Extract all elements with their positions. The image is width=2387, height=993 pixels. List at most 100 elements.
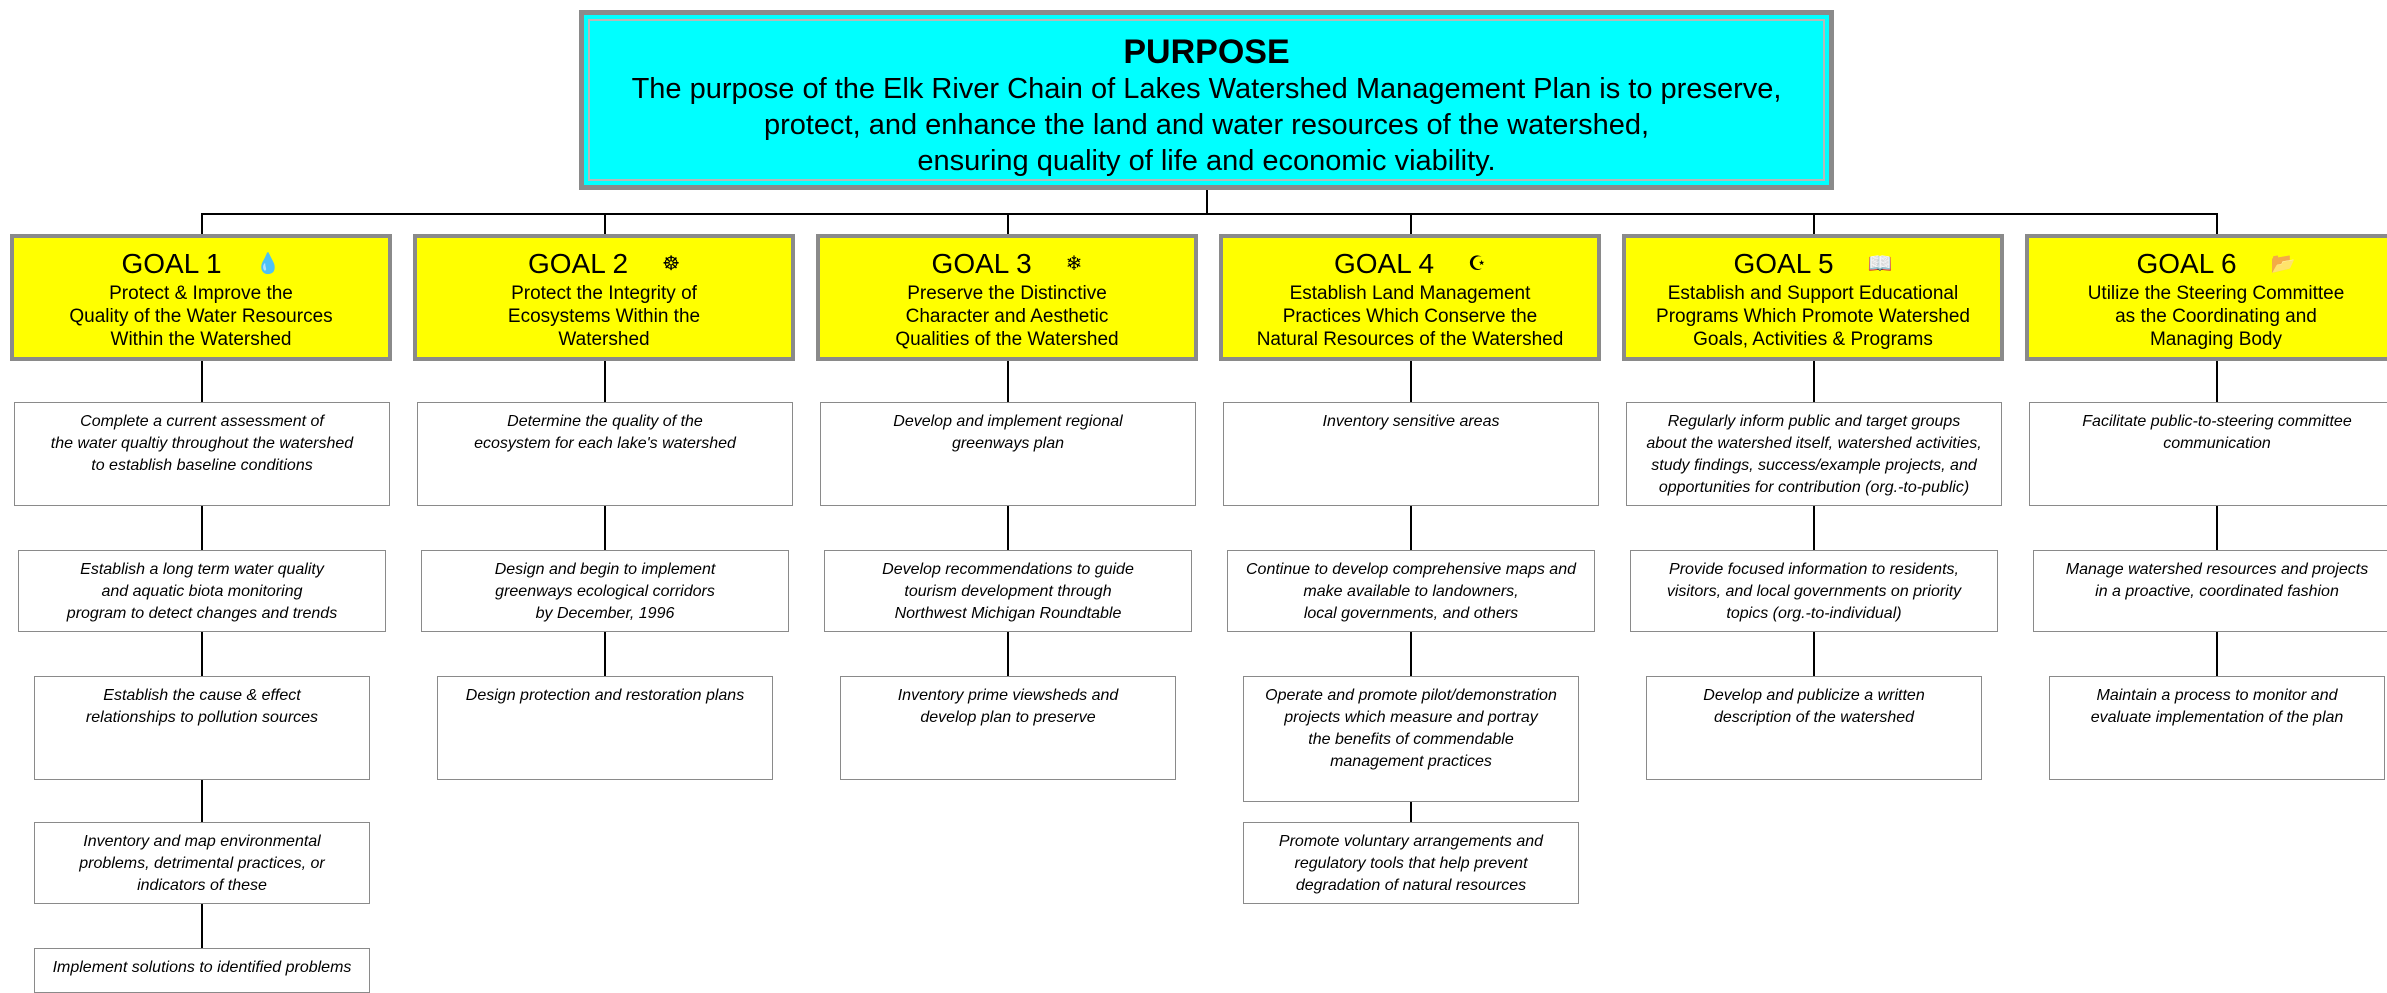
connector-line [201, 506, 203, 550]
objective-line: the water qualtiy throughout the watersh… [50, 435, 354, 452]
objective-line: evaluate implementation of the plan [2090, 709, 2344, 726]
open-book-icon: 📖 [1867, 253, 1893, 275]
connector-line [1813, 506, 1815, 550]
goal-label: GOAL 4 [1333, 248, 1435, 279]
connector-line [1206, 190, 1208, 214]
connector-line [1813, 361, 1815, 402]
connector-line [201, 361, 203, 402]
objective-line: degradation of natural resources [1295, 877, 1527, 894]
objective-box: Design protection and restoration plans [437, 676, 773, 780]
objective-line: develop plan to preserve [920, 709, 1096, 726]
connector-line [201, 780, 203, 822]
connector-line [604, 506, 606, 550]
objective-box: Provide focused information to residents… [1630, 550, 1998, 632]
droplet-icon: 💧 [255, 253, 281, 275]
wheel-icon: ☸ [662, 253, 681, 275]
objective-line: Operate and promote pilot/demonstration [1265, 687, 1557, 704]
objective-line: by December, 1996 [535, 605, 675, 622]
objective-box: Establish the cause & effect relationship… [34, 676, 370, 780]
crescent-star-icon: ☪ [1468, 253, 1487, 275]
connector-line [1007, 632, 1009, 676]
objective-line: in a proactive, coordinated fashion [2095, 583, 2339, 600]
objective-line: about the watershed itself, watershed ac… [1646, 435, 1982, 452]
objective-box: Inventory prime viewsheds and develop pla… [840, 676, 1176, 780]
connector-line [1007, 506, 1009, 550]
goal-header: GOAL 1 💧 [14, 246, 388, 282]
connector-line [1007, 361, 1009, 402]
goal-description-line: Watershed [558, 329, 650, 350]
objective-line: Develop and publicize a written [1703, 687, 1925, 704]
goal-box: GOAL 5📖Establish and Support Educational… [1622, 234, 2004, 361]
objective-line: Establish the cause & effect [103, 687, 301, 704]
objective-line: study findings, success/example projects… [1651, 457, 1977, 474]
objective-line: Develop and implement regional [893, 413, 1123, 430]
goal-description-line: Managing Body [2149, 329, 2283, 350]
goal-header: GOAL 6📂 [2029, 246, 2387, 282]
objective-line: Design and begin to implement [494, 561, 716, 578]
objective-box: Promote voluntary arrangements and regula… [1243, 822, 1579, 904]
connector-line [1410, 802, 1412, 822]
connector-line [2216, 506, 2218, 550]
objective-line: Implement solutions to identified proble… [52, 959, 352, 976]
snowflake-icon: ❄ [1065, 253, 1083, 275]
objective-line: Inventory sensitive areas [1322, 413, 1500, 430]
purpose-line: The purpose of the Elk River Chain of La… [631, 73, 1782, 105]
objective-line: problems, detrimental practices, or [79, 855, 325, 872]
objective-line: to establish baseline conditions [91, 457, 313, 474]
objective-line: regulatory tools that help prevent [1294, 855, 1528, 872]
goal-description-line: Within the Watershed [110, 329, 292, 350]
connector-line [1813, 632, 1815, 676]
connector-line [604, 213, 606, 234]
connector-line [1813, 213, 1815, 234]
objective-box: Regularly inform public and target group… [1626, 402, 2002, 506]
objective-line: relationships to pollution sources [85, 709, 319, 726]
goal-description-line: Programs Which Promote Watershed [1656, 306, 1970, 327]
objective-line: communication [2163, 435, 2271, 452]
goal-description-line: Ecosystems Within the [507, 306, 701, 327]
objective-line: Regularly inform public and target group… [1667, 413, 1961, 430]
open-folder-icon: 📂 [2270, 253, 2296, 275]
objective-line: indicators of these [137, 877, 267, 894]
connector-line [604, 632, 606, 676]
objective-line: Inventory and map environmental [83, 833, 321, 850]
objective-box: Continue to develop comprehensive maps a… [1227, 550, 1595, 632]
goal-description-line: Protect the Integrity of [511, 283, 697, 304]
connector-line [201, 904, 203, 948]
objective-line: local governments, and others [1303, 605, 1519, 622]
objective-box: Inventory and map environmental problems,… [34, 822, 370, 904]
objective-box: Inventory sensitive areas [1223, 402, 1599, 506]
goal-label: GOAL 3 [931, 248, 1032, 279]
objective-line: description of the watershed [1713, 709, 1915, 726]
objective-box: Develop and publicize a written descripti… [1646, 676, 1982, 780]
objective-line: Manage watershed resources and projects [2065, 561, 2369, 578]
goal-label: GOAL 1 [121, 248, 222, 279]
objective-line: Northwest Michigan Roundtable [894, 605, 1122, 622]
goal-header: GOAL 2☸ [417, 246, 791, 282]
connector-line [1410, 506, 1412, 550]
purpose-text: The purpose of the Elk River Chain of La… [590, 71, 1823, 179]
goal-description-line: Establish Land Management [1289, 283, 1531, 304]
objective-line: the benefits of commendable [1308, 731, 1514, 748]
goal-header: GOAL 4 ☪ [1223, 246, 1597, 282]
connector-line [604, 361, 606, 402]
goal-description-line: Utilize the Steering Committee [2087, 283, 2345, 304]
connector-line [1410, 361, 1412, 402]
objective-line: ecosystem for each lake's watershed [474, 435, 736, 452]
objective-line: Promote voluntary arrangements and [1278, 833, 1544, 850]
objective-line: opportunities for contribution (org.-to-… [1658, 479, 1970, 496]
connector-line [201, 632, 203, 676]
objective-line: Inventory prime viewsheds and [897, 687, 1119, 704]
connector-line [201, 213, 2218, 215]
objective-line: Develop recommendations to guide [882, 561, 1134, 578]
objective-line: topics (org.-to-individual) [1726, 605, 1902, 622]
